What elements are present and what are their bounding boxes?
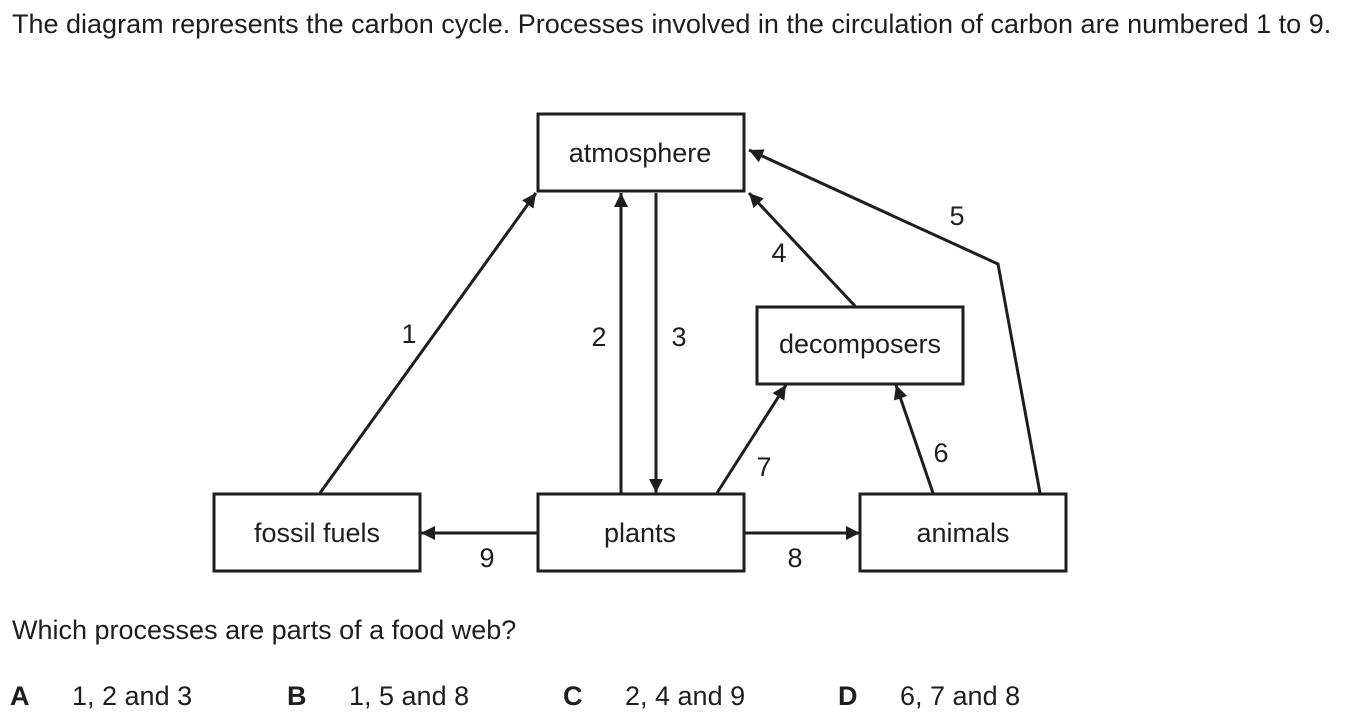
process-arrows [318, 148, 1042, 540]
process-label-7: 7 [756, 452, 771, 482]
process-labels: 1 2 3 4 5 6 7 8 9 [401, 201, 964, 573]
option-b-text: 1, 5 and 8 [349, 681, 470, 711]
plants-label: plants [604, 518, 676, 548]
process-label-9: 9 [479, 543, 494, 573]
atmosphere-box: atmosphere [536, 112, 746, 193]
option-a-letter: A [10, 681, 30, 711]
process-label-4: 4 [771, 238, 786, 268]
atmosphere-label: atmosphere [569, 138, 712, 168]
option-b-letter: B [287, 681, 307, 711]
decomposers-label: decomposers [779, 329, 941, 359]
process-label-5: 5 [949, 201, 964, 231]
intro-sentence-2: Processes involved in the circulation of… [517, 9, 1332, 39]
option-a-text: 1, 2 and 3 [72, 681, 193, 711]
plants-box: plants [536, 492, 746, 573]
arrow-process-5 [748, 148, 1042, 494]
animals-box: animals [858, 492, 1068, 573]
fossil-fuels-label: fossil fuels [254, 518, 380, 548]
answer-options: A 1, 2 and 3 B 1, 5 and 8 C 2, 4 and 9 D… [10, 678, 1330, 715]
process-label-3: 3 [671, 322, 686, 352]
process-label-1: 1 [401, 319, 416, 349]
arrow-process-1 [318, 192, 538, 494]
option-c-letter: C [563, 681, 583, 711]
intro-text: The diagram represents the carbon cycle.… [12, 6, 1332, 43]
fossil-fuels-box: fossil fuels [212, 492, 422, 573]
option-d-text: 6, 7 and 8 [900, 681, 1021, 711]
process-label-8: 8 [787, 543, 802, 573]
arrow-process-7 [715, 384, 788, 494]
arrow-process-6 [893, 384, 935, 494]
process-label-6: 6 [933, 438, 948, 468]
option-c-text: 2, 4 and 9 [625, 681, 746, 711]
animals-label: animals [916, 518, 1009, 548]
intro-sentence-1: The diagram represents the carbon cycle. [12, 9, 511, 39]
option-d-letter: D [838, 681, 858, 711]
decomposers-box: decomposers [755, 305, 965, 386]
process-label-2: 2 [591, 322, 606, 352]
question-text: Which processes are parts of a food web? [12, 615, 517, 645]
arrow-process-4 [747, 191, 857, 308]
